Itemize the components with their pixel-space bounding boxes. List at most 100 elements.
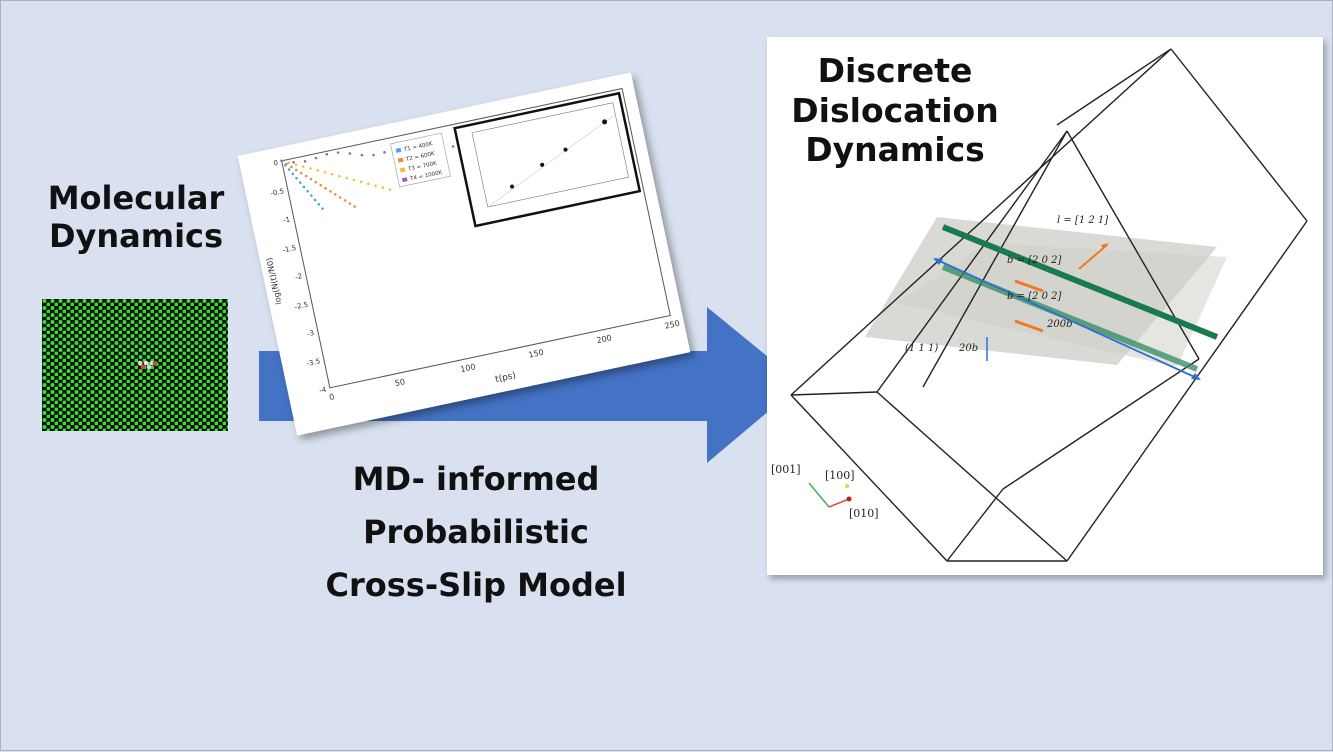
ddd-title: Discrete Dislocation Dynamics	[785, 51, 1005, 170]
md-title-line2: Dynamics	[48, 217, 224, 256]
plot-ytick-label: -3.5	[306, 357, 321, 368]
data-point	[353, 205, 357, 208]
data-point	[321, 207, 324, 210]
plot-ytick-label: -4	[319, 386, 328, 395]
data-point	[348, 152, 352, 155]
ddd-title-line2: Dislocation	[791, 90, 999, 130]
inset-frame	[453, 91, 642, 228]
axis-010	[828, 498, 850, 508]
data-point	[314, 180, 318, 184]
plot-ytick-label: 0	[273, 159, 279, 168]
data-point	[306, 189, 309, 193]
data-point	[372, 153, 375, 157]
data-point	[329, 190, 332, 193]
data-point	[287, 161, 291, 165]
burgers-vector-1	[1014, 279, 1044, 293]
spacing-label: 20b	[958, 343, 978, 354]
length-label: 200b	[1046, 319, 1073, 330]
plot-xtick-label: 50	[394, 377, 406, 388]
data-point	[330, 172, 334, 176]
atom-lattice	[42, 299, 228, 431]
data-point	[309, 167, 312, 170]
b-vector-label-2: b = [2 0 2]	[1007, 291, 1061, 302]
data-point	[325, 153, 329, 156]
legend-swatch	[397, 157, 404, 163]
plot-ytick-label: -2	[294, 272, 302, 281]
data-point	[313, 198, 317, 202]
data-point	[343, 199, 347, 202]
data-point	[314, 156, 318, 160]
data-point	[285, 162, 288, 166]
plane-label: (1 1 1)	[905, 343, 938, 354]
data-point	[360, 153, 364, 157]
data-point	[338, 174, 341, 178]
data-point	[352, 178, 356, 182]
legend-swatch	[395, 147, 402, 153]
data-point	[294, 163, 298, 167]
data-point	[290, 165, 293, 169]
plot-frame	[281, 87, 671, 389]
burgers-vector-2	[1014, 319, 1044, 333]
plot-xtick-label: 250	[664, 319, 681, 331]
plot-xtick-label: 0	[328, 392, 335, 402]
plot-ytick-label: -1.5	[282, 244, 297, 255]
data-point	[298, 181, 302, 184]
plot-ylabel: log(N(t)/N0)	[265, 257, 284, 305]
legend-box	[390, 132, 451, 188]
data-point	[302, 185, 306, 189]
line-direction-vector	[1078, 244, 1108, 270]
axes-triad: [001] [100] [010]	[771, 463, 879, 520]
data-point	[333, 193, 337, 196]
data-point	[319, 183, 322, 187]
atomistic-snapshot	[42, 299, 228, 431]
model-title: MD- informed Probabilistic Cross-Slip Mo…	[301, 453, 651, 611]
data-point	[294, 168, 298, 172]
legend-swatch	[399, 167, 406, 173]
plot-xtick-label: 200	[596, 333, 613, 345]
length-line	[934, 258, 1200, 380]
axis-100-label: [100]	[825, 469, 855, 482]
data-point	[338, 196, 342, 199]
ddd-title-line1: Discrete	[817, 51, 973, 90]
data-point	[323, 171, 327, 174]
data-point	[295, 176, 298, 180]
ddd-title-line3: Dynamics	[805, 130, 985, 170]
data-point	[310, 194, 313, 197]
ddd-simulation-box: l = [1 2 1] b = [2 0 2] b = [2 0 2] 200b…	[771, 48, 1308, 562]
model-title-line3: Cross-Slip Model	[325, 565, 627, 604]
axis-001-label: [001]	[771, 463, 801, 476]
data-point	[451, 145, 455, 148]
data-point	[374, 184, 377, 188]
md-title: Molecular Dynamics	[21, 179, 251, 256]
data-point	[304, 174, 308, 178]
plot-ytick-label: -0.5	[270, 187, 285, 198]
data-point	[336, 151, 340, 154]
data-point	[309, 177, 313, 181]
plot-ytick-label: -2.5	[294, 301, 309, 312]
data-point	[359, 180, 363, 184]
data-point	[292, 160, 295, 164]
data-point	[299, 171, 303, 175]
md-title-line1: Molecular	[47, 179, 225, 217]
ddd-panel: Discrete Dislocation Dynamics	[767, 37, 1323, 575]
data-point	[324, 186, 327, 190]
data-point	[291, 172, 295, 176]
data-point	[383, 151, 386, 154]
plot-inset	[453, 91, 642, 228]
plot-xtick-label: 150	[528, 348, 545, 360]
slip-plane-2	[897, 243, 1227, 367]
data-point	[381, 186, 385, 189]
model-title-line1: MD- informed	[352, 460, 600, 498]
axis-010-label: [010]	[849, 507, 879, 520]
dislocation-line-1	[941, 224, 1219, 340]
l-vector-label: l = [1 2 1]	[1057, 215, 1108, 226]
data-point	[316, 169, 320, 172]
data-point	[367, 182, 370, 186]
plot-ytick-label: -1	[282, 216, 290, 225]
data-point	[280, 159, 283, 163]
data-point	[303, 160, 307, 163]
plot-xtick-label: 100	[460, 362, 477, 374]
